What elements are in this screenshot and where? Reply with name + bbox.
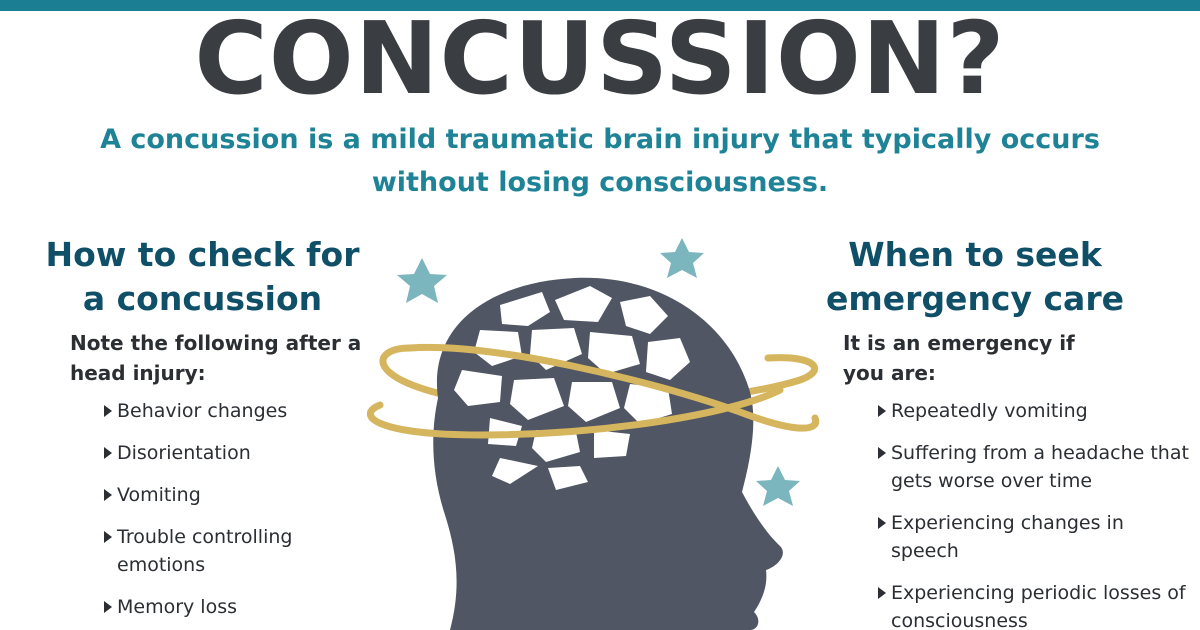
list-item-text: Disorientation	[117, 442, 251, 464]
emergency-list: Repeatedly vomiting Suffering from a hea…	[876, 397, 1196, 630]
list-item: Memory loss	[102, 593, 342, 621]
triangle-bullet-icon	[878, 517, 886, 529]
top-accent-bar	[0, 0, 1200, 11]
list-item-text: Experiencing periodic losses of consciou…	[891, 582, 1186, 630]
star-icon	[660, 238, 704, 278]
list-item-text: Repeatedly vomiting	[891, 400, 1088, 422]
list-item-text: Suffering from a headache that gets wors…	[891, 442, 1189, 492]
list-item-text: Memory loss	[117, 596, 238, 618]
triangle-bullet-icon	[878, 405, 886, 417]
list-item: Disorientation	[102, 439, 342, 467]
list-item-text: Vomiting	[117, 484, 201, 506]
intro-text: A concussion is a mild traumatic brain i…	[100, 124, 1100, 198]
triangle-bullet-icon	[104, 447, 112, 459]
right-column-title: When to seek emergency care	[826, 235, 1124, 318]
triangle-bullet-icon	[104, 405, 112, 417]
star-icon	[397, 258, 447, 303]
triangle-bullet-icon	[104, 601, 112, 613]
list-item: Trouble controlling emotions	[102, 523, 342, 579]
list-item-text: Trouble controlling emotions	[117, 526, 293, 576]
list-item: Repeatedly vomiting	[876, 397, 1196, 425]
list-item: Suffering from a headache that gets wors…	[876, 439, 1196, 495]
list-item-text: Experiencing changes in speech	[891, 512, 1124, 562]
left-column-title: How to check for a concussion	[45, 235, 360, 318]
head-illustration	[366, 238, 820, 630]
star-icon	[756, 466, 800, 506]
list-item: Behavior changes	[102, 397, 342, 425]
triangle-bullet-icon	[878, 587, 886, 599]
right-column-intro: It is an emergency if you are:	[843, 331, 1075, 385]
triangle-bullet-icon	[878, 447, 886, 459]
list-item: Experiencing periodic losses of consciou…	[876, 579, 1196, 630]
page-title: CONCUSSION?	[194, 0, 1006, 117]
list-item-text: Behavior changes	[117, 400, 288, 422]
list-item: Vomiting	[102, 481, 342, 509]
symptom-list: Behavior changes Disorientation Vomiting…	[102, 397, 342, 630]
list-item: Experiencing changes in speech	[876, 509, 1196, 565]
triangle-bullet-icon	[104, 531, 112, 543]
orbit-ring-front	[366, 343, 820, 439]
brain-fragments	[454, 286, 690, 490]
left-column-intro: Note the following after a head injury:	[70, 331, 362, 385]
triangle-bullet-icon	[104, 489, 112, 501]
